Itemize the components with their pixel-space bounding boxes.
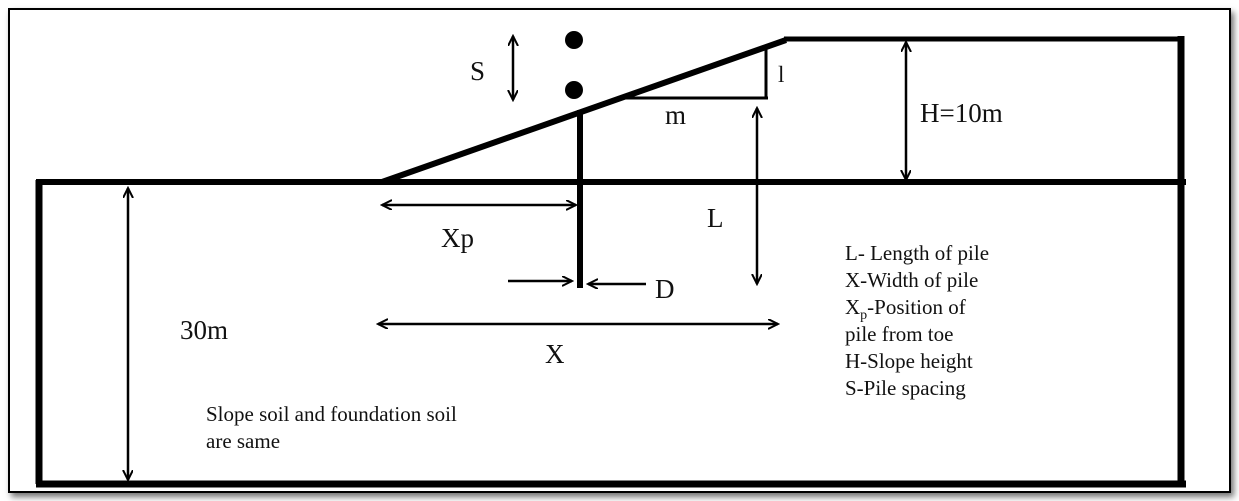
rise-label: l [778, 62, 784, 87]
legend-item-length: L- Length of pile [845, 241, 989, 265]
note-line-2: are same [206, 429, 280, 453]
pile-dot-bottom [565, 81, 583, 99]
legend-item-position: Xp-Position of [845, 295, 966, 323]
width-label: X [545, 339, 565, 369]
diagram-frame [8, 8, 1231, 493]
legend-item-height: H-Slope height [845, 349, 973, 373]
slope-height-label: H=10m [920, 98, 1003, 128]
legend: L- Length of pile X-Width of pile Xp-Pos… [845, 241, 989, 400]
foundation-depth-label: 30m [180, 315, 228, 345]
spacing-label: S [470, 56, 485, 86]
legend-item-spacing: S-Pile spacing [845, 376, 966, 400]
note-line-1: Slope soil and foundation soil [206, 402, 457, 426]
slope-face-line [381, 37, 787, 185]
pile-diameter-label: D [655, 274, 675, 304]
legend-item-width: X-Width of pile [845, 268, 978, 292]
pile-length-label: L [707, 203, 724, 233]
pile-dot-top [565, 31, 583, 49]
pile-position-label: Xp [441, 223, 474, 253]
run-label: m [665, 100, 686, 130]
legend-item-position-cont: pile from toe [845, 322, 953, 346]
